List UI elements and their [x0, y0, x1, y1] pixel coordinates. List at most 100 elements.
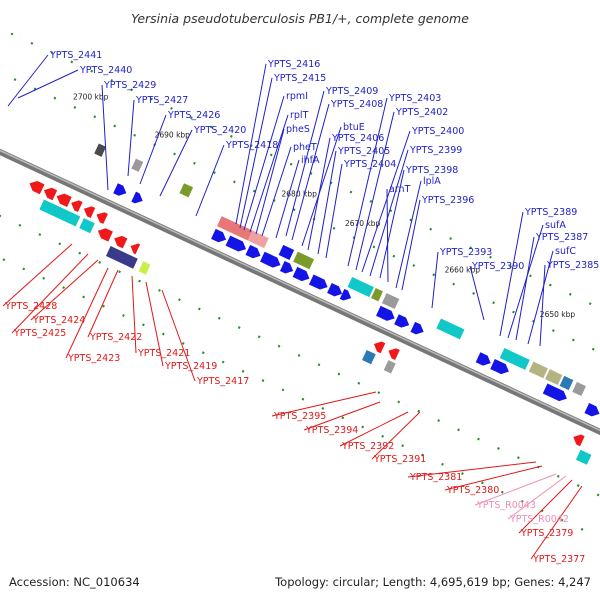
leader-line — [386, 188, 389, 283]
gene-arrow — [29, 180, 45, 195]
gene-box — [39, 199, 81, 227]
leader-line — [2, 243, 73, 307]
gene-feature — [339, 288, 352, 301]
leader-line — [101, 84, 109, 191]
gene-feature — [573, 434, 585, 447]
gene-feature — [29, 180, 45, 195]
leader-line — [355, 111, 395, 271]
gene-feature — [56, 193, 72, 207]
gene-box — [278, 244, 295, 260]
gene-label-sufA: sufA — [545, 220, 566, 231]
gene-feature — [113, 183, 127, 196]
gene-feature — [179, 183, 194, 198]
leader-line — [339, 411, 409, 447]
gene-feature — [97, 228, 113, 242]
leader-line — [249, 114, 289, 233]
gene-arrow — [71, 200, 83, 213]
tick-label-2700-kbp: 2700 kbp — [73, 92, 109, 101]
gene-arrow — [584, 402, 600, 417]
leader-line — [325, 163, 343, 259]
gene-arrow — [339, 288, 352, 301]
gene-label-YPTS_2390: YPTS_2390 — [471, 261, 524, 272]
leader-line — [11, 253, 89, 334]
leader-line — [303, 401, 381, 431]
leader-line — [507, 475, 567, 520]
gene-arrow — [308, 274, 328, 290]
gene-box — [381, 293, 400, 309]
leader-line — [285, 90, 325, 237]
gene-label-YPTS_2416: YPTS_2416 — [267, 59, 320, 70]
gene-feature — [216, 216, 253, 241]
gene-label-YPTS_2399: YPTS_2399 — [409, 145, 462, 156]
gene-label-arnT: arnT — [389, 184, 411, 195]
gene-label-YPTS_2422: YPTS_2422 — [89, 332, 142, 343]
leader-line — [291, 103, 330, 241]
leader-line — [195, 144, 225, 217]
gene-label-YPTS_2427: YPTS_2427 — [135, 95, 188, 106]
gene-label-YPTS_R0043: YPTS_R0043 — [476, 500, 536, 511]
gene-arrow — [542, 383, 567, 402]
leader-line — [127, 99, 135, 177]
gene-feature — [293, 251, 315, 270]
leader-line — [469, 265, 485, 321]
gene-label-YPTS_2394: YPTS_2394 — [305, 425, 358, 436]
gene-box — [131, 158, 144, 172]
gene-feature — [308, 274, 328, 290]
gene-label-YPTS_2381: YPTS_2381 — [409, 472, 462, 483]
gene-feature — [211, 228, 227, 243]
gene-labels: YPTS_2441YPTS_2440YPTS_2429YPTS_2427YPTS… — [4, 50, 599, 565]
leader-line — [317, 150, 337, 255]
gene-label-YPTS_2409: YPTS_2409 — [325, 86, 378, 97]
leader-line — [87, 269, 119, 338]
gene-label-YPTS_2406: YPTS_2406 — [331, 133, 384, 144]
gene-label-YPTS_2418: YPTS_2418 — [225, 140, 278, 151]
leader-line — [444, 465, 543, 491]
leader-line — [301, 126, 342, 247]
gene-feature — [584, 402, 600, 417]
backbone-highlight — [0, 149, 600, 432]
label-leaders — [2, 54, 583, 560]
gene-label-YPTS_2440: YPTS_2440 — [79, 65, 132, 76]
gene-feature — [499, 348, 530, 370]
leader-line — [507, 224, 544, 339]
leader-line — [239, 77, 273, 229]
gene-feature — [381, 293, 400, 309]
gene-feature — [71, 200, 83, 213]
gene-box — [105, 246, 138, 269]
gene-box — [559, 375, 574, 391]
gene-arrow — [113, 183, 127, 196]
leader-line — [17, 69, 79, 99]
gene-arrow — [292, 266, 310, 282]
leader-line — [369, 149, 409, 277]
gene-label-YPTS_2419: YPTS_2419 — [164, 361, 217, 372]
leader-line — [431, 251, 439, 309]
gene-label-YPTS_2417: YPTS_2417 — [196, 376, 249, 387]
leader-line — [275, 159, 300, 239]
gene-label-YPTS_2393: YPTS_2393 — [439, 247, 492, 258]
leader-line — [407, 461, 537, 478]
gene-feature — [105, 246, 138, 269]
gene-feature — [542, 383, 567, 402]
gene-box — [138, 261, 151, 275]
gene-arrow — [490, 359, 509, 375]
gene-label-YPTS_2402: YPTS_2402 — [395, 107, 448, 118]
gene-feature — [490, 359, 509, 375]
leader-line — [255, 128, 285, 235]
gene-box — [79, 218, 95, 234]
gene-label-YPTS_2420: YPTS_2420 — [193, 125, 246, 136]
gene-box — [383, 360, 396, 374]
gene-label-YPTS_2441: YPTS_2441 — [49, 50, 102, 61]
gene-feature — [260, 251, 281, 268]
gene-arrow — [97, 228, 113, 242]
leader-line — [307, 137, 331, 251]
gene-feature — [388, 348, 400, 360]
leader-line — [347, 97, 388, 267]
leader-line — [395, 180, 422, 289]
gene-arrow — [114, 235, 128, 249]
leader-line — [243, 95, 285, 231]
gene-label-pheS: pheS — [286, 124, 310, 135]
gene-feature — [83, 206, 96, 218]
gene-feature — [575, 449, 592, 465]
leader-line — [261, 146, 292, 237]
gene-arrow — [376, 305, 395, 321]
